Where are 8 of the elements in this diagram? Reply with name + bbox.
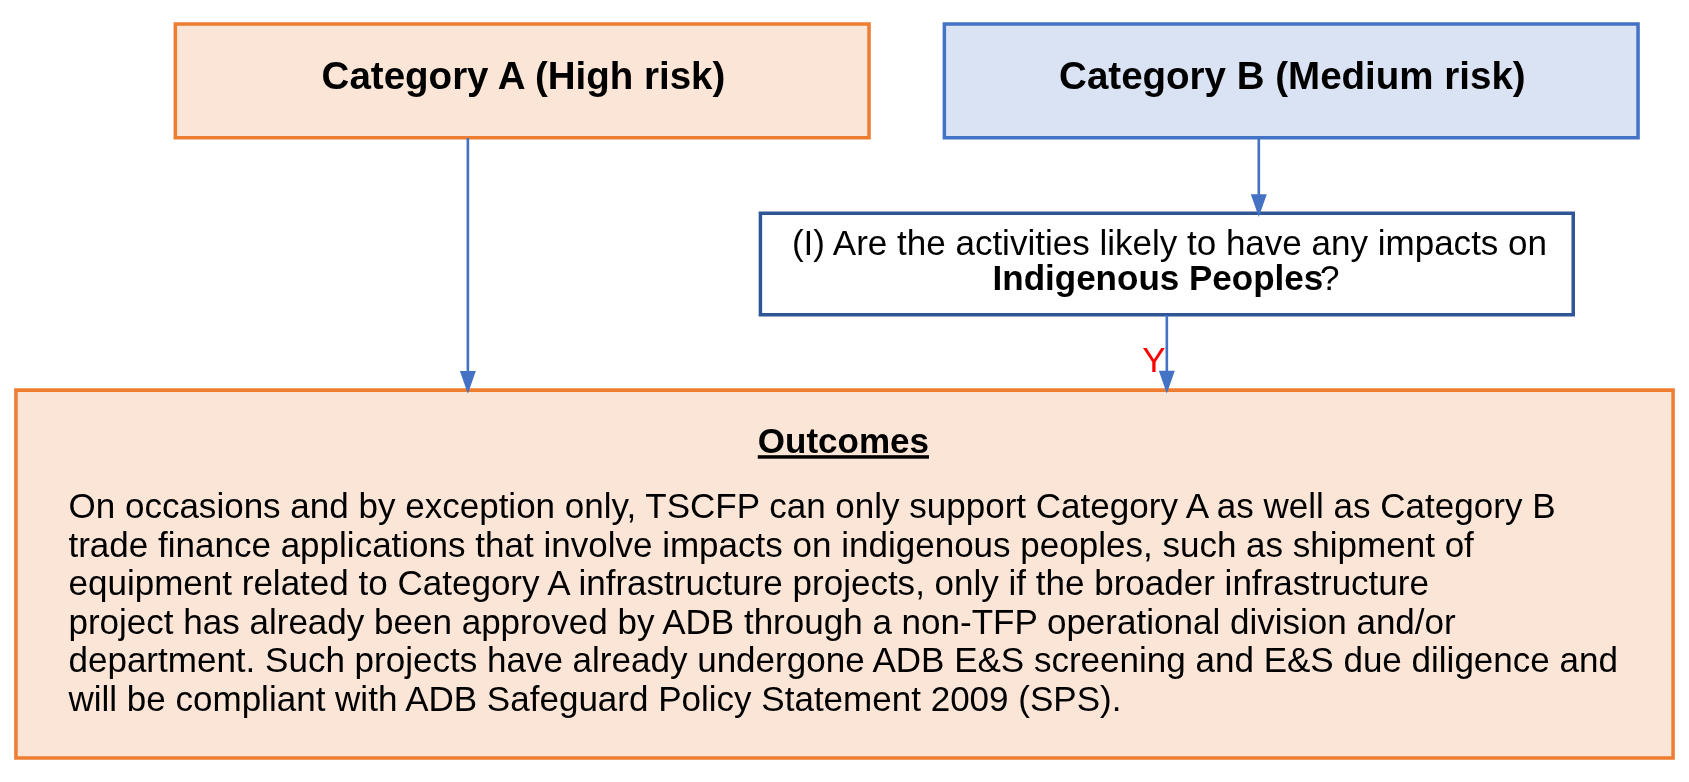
arrow xyxy=(1250,138,1267,217)
node-box: (I) Are the activities likely to have any impacts on Indigenous Peoples? xyxy=(758,211,1575,317)
arrow xyxy=(459,138,476,394)
node-box: Outcomes On occasions and by exception only, TSCFP can only support Category A as well as Category B trade finance applications that involve impacts on indigenous peoples, such as shipment of equipment related to Category A infrastructure projects, only if the broader infrastructure project has already been approved by ADB through a non-TFP operational division and/or department. Such projects have already undergone ADB E&S screening and E&S due diligence and will be compliant with ADB Safeguard Policy Statement 2009 (SPS). xyxy=(14,388,1675,760)
edge-label: Y xyxy=(1142,339,1166,379)
node-box: Category B (Medium risk) xyxy=(942,22,1640,140)
node-box: Category A (High risk) xyxy=(173,22,871,140)
arrow xyxy=(1158,315,1175,394)
